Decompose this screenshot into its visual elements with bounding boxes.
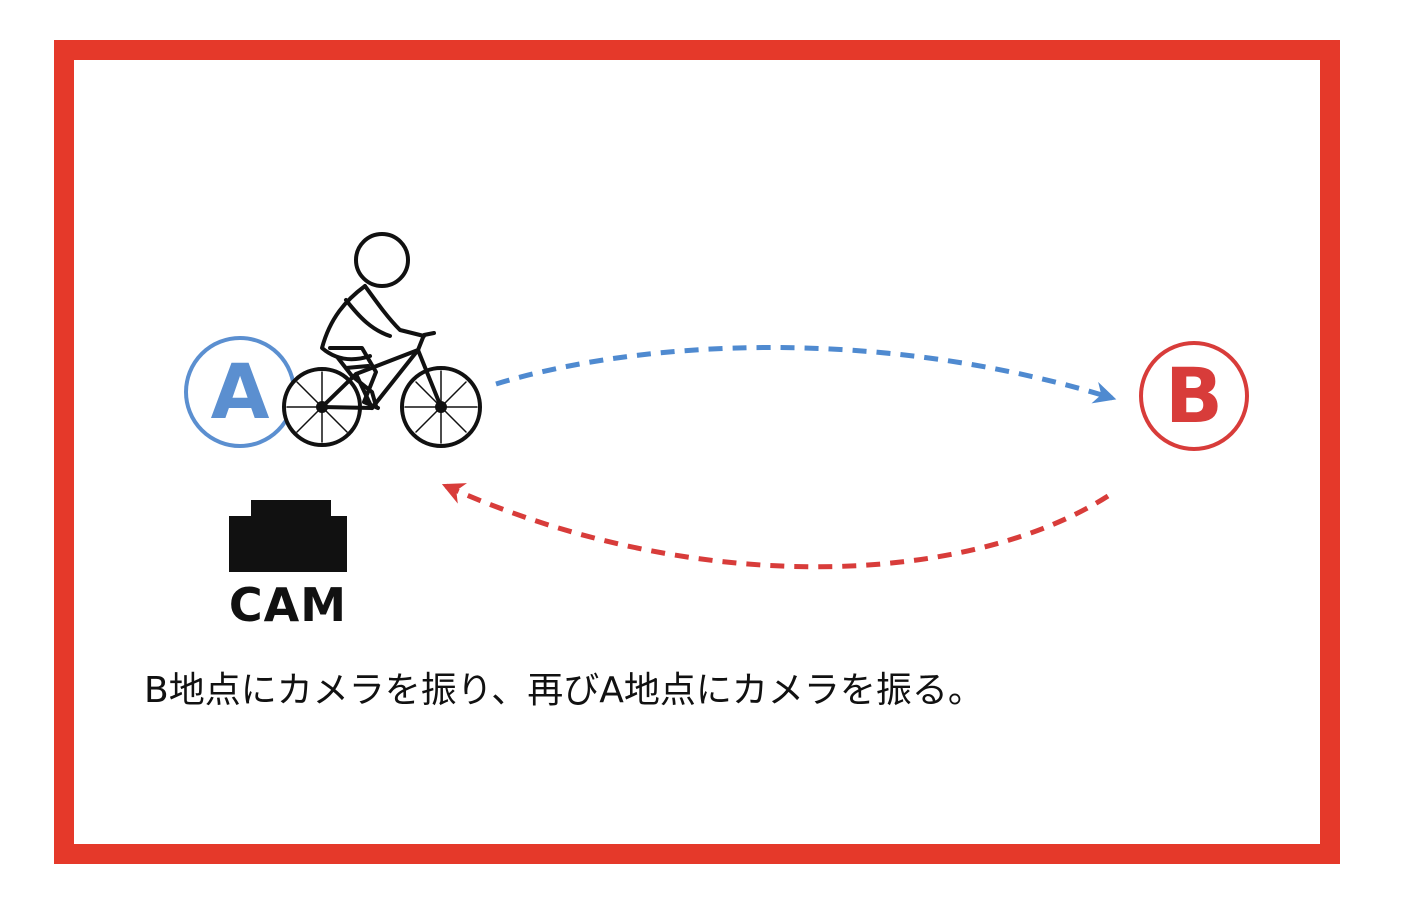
point-a-label: A (211, 347, 270, 436)
cyclist-icon (282, 232, 482, 448)
arrow-a-to-b (495, 345, 1117, 404)
diagram-frame (54, 40, 1340, 864)
point-b-label: B (1165, 351, 1223, 440)
arrow-b-to-a (441, 483, 1110, 570)
point-b-badge: B (1139, 341, 1249, 451)
caption-text: B地点にカメラを振り、再びA地点にカメラを振る。 (144, 670, 984, 711)
camera-label: CAM (228, 578, 348, 632)
camera-icon (229, 500, 347, 572)
point-a-badge: A (184, 336, 296, 448)
